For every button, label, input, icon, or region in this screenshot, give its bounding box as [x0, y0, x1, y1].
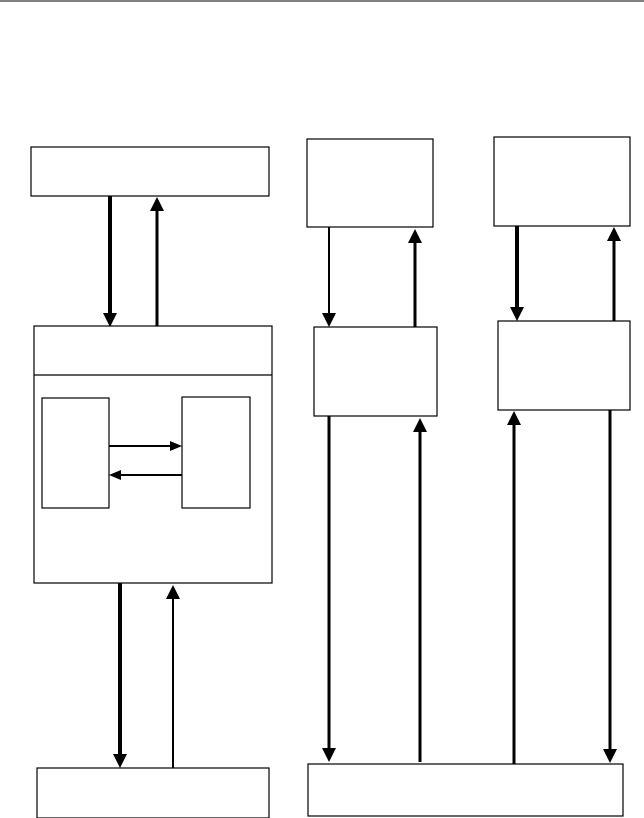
arrow-top-right-down-head: [510, 307, 524, 321]
bottom-left-box: [36, 767, 270, 818]
arrow-right-up-head: [507, 411, 521, 425]
top-left-box: [30, 146, 270, 197]
right-box: [497, 320, 631, 411]
inner-right-box: [181, 396, 251, 509]
arrow-right-down-head: [603, 749, 617, 763]
arrow-middle-down-head: [322, 748, 336, 762]
arrow-top-left-down-head: [103, 313, 117, 327]
arrow-middle-up-head: [413, 418, 427, 432]
inner-left-box: [41, 397, 110, 509]
middle-box: [313, 326, 438, 417]
bottom-right-box: [307, 763, 624, 817]
top-right-box: [493, 136, 631, 227]
arrow-inner-left-head: [109, 470, 121, 480]
arrow-inner-right-head: [170, 441, 182, 451]
arrow-top-right-up-head: [607, 227, 621, 241]
arrow-container-down-head: [113, 754, 127, 768]
arrow-container-up-head: [166, 585, 180, 599]
arrow-top-left-up-head: [150, 197, 164, 211]
arrow-top-middle-up-head: [408, 229, 422, 243]
top-middle-box: [306, 138, 434, 228]
arrow-top-middle-down-head: [322, 313, 336, 327]
